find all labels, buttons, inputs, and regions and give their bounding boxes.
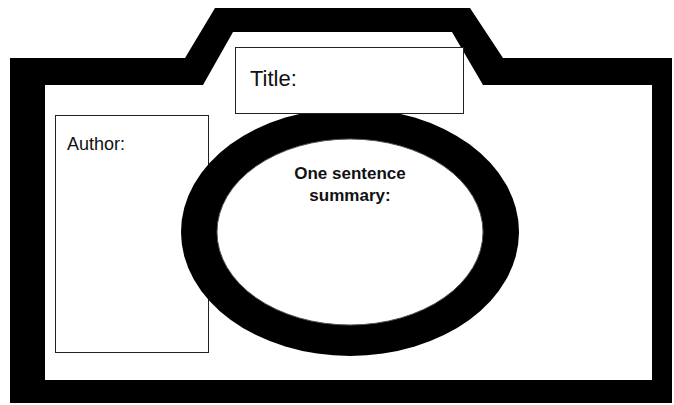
- lens-ellipse: One sentence summary:: [180, 107, 520, 357]
- lens-shape: [180, 107, 520, 357]
- camera-body-interior: [45, 32, 652, 380]
- field-label: Title:: [250, 66, 450, 92]
- lens-glass: [217, 139, 483, 325]
- camera-body-outline: [10, 8, 672, 403]
- title-box: Title:: [235, 47, 464, 114]
- summary-label: One sentence summary:: [260, 163, 440, 207]
- field-label: Author:: [67, 133, 202, 155]
- lens-ring: [181, 108, 519, 356]
